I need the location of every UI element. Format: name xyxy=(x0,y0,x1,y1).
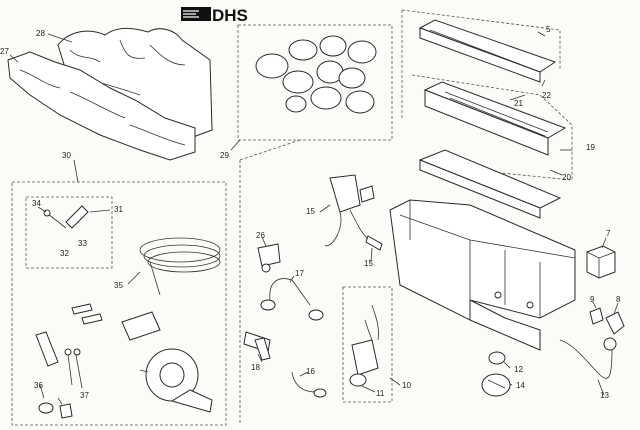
group-box-30 xyxy=(25,196,113,269)
callout-26: 27 xyxy=(0,47,9,56)
part-16-tube xyxy=(260,278,324,321)
part-13-control-knob xyxy=(481,373,511,397)
part-sleeves xyxy=(35,311,161,367)
part-19-burner-frame xyxy=(418,149,562,219)
part-34-coiled-wire xyxy=(139,237,221,296)
callout-32: 33 xyxy=(78,239,87,248)
dhs-logo: DHS xyxy=(181,6,248,25)
callout-18: 19 xyxy=(586,143,595,152)
part-22-bracket xyxy=(257,243,281,273)
callout-20: 21 xyxy=(514,99,523,108)
part-26-log-front xyxy=(7,51,196,161)
callout-9: 10 xyxy=(402,381,411,390)
part-15-pipe-lower xyxy=(291,371,327,398)
callout-31: 32 xyxy=(60,249,69,258)
callout-5: 5 xyxy=(546,25,551,34)
part-17-tee xyxy=(243,331,271,361)
callout-34: 35 xyxy=(114,281,123,290)
callout-11: 12 xyxy=(514,365,523,374)
callout-13: 14 xyxy=(516,381,525,390)
part-32-ignitor xyxy=(65,205,89,229)
part-6-control-box xyxy=(586,245,616,279)
group-box-9 xyxy=(342,286,393,403)
callout-35: 36 xyxy=(34,381,43,390)
part-5-top-channel xyxy=(418,19,557,83)
callout-22: 26 xyxy=(256,231,265,240)
part-11-knob-sleeve xyxy=(488,351,506,365)
group-box-5 xyxy=(401,9,561,70)
callout-33: 34 xyxy=(32,199,41,208)
callout-15-upper: 15 xyxy=(364,259,373,268)
part-27-log-back xyxy=(57,27,213,141)
logo-text: DHS xyxy=(212,6,248,25)
divider-line-top xyxy=(239,139,301,161)
callout-28: 29 xyxy=(220,151,229,160)
part-8-fitting xyxy=(589,307,604,325)
part-28-coals xyxy=(255,35,377,114)
callout-labels: 7 5 8 9 10 11 12 13 14 15 15 16 17 18 19… xyxy=(0,25,621,400)
part-31-screw xyxy=(43,209,67,229)
group-box-28 xyxy=(237,24,393,141)
callout-27: 28 xyxy=(36,29,45,38)
part-connectors xyxy=(71,303,103,325)
part-12-gas-pipe xyxy=(559,339,613,379)
part-20-burner-tray xyxy=(423,81,567,156)
callout-7: 8 xyxy=(616,295,621,304)
callout-8: 9 xyxy=(590,295,595,304)
callout-30: 31 xyxy=(114,205,123,214)
callout-12: 13 xyxy=(600,391,609,400)
part-9-valve xyxy=(349,304,379,387)
callout-14: 15 xyxy=(306,207,315,216)
part-14-pilot-assembly xyxy=(324,174,376,247)
callout-16: 17 xyxy=(295,269,304,278)
part-small-screws xyxy=(64,348,83,389)
part-36-bushing xyxy=(59,403,73,419)
part-7-elbow xyxy=(603,311,625,351)
callout-36: 37 xyxy=(80,391,89,400)
callout-15-lower: 16 xyxy=(306,367,315,376)
callout-6: 7 xyxy=(606,229,611,238)
group-box-18 xyxy=(411,74,573,181)
callout-19: 20 xyxy=(562,173,571,182)
callout-10: 11 xyxy=(376,389,385,398)
group-box-29 xyxy=(11,181,227,426)
part-15-nut-upper xyxy=(365,235,383,251)
leader-lines xyxy=(9,31,619,405)
part-37-tape xyxy=(145,348,213,413)
callout-21: 22 xyxy=(542,91,551,100)
part-2-firebox xyxy=(389,199,576,351)
callout-29: 30 xyxy=(62,151,71,160)
part-35-grommet xyxy=(38,402,54,414)
callout-17: 18 xyxy=(251,363,260,372)
